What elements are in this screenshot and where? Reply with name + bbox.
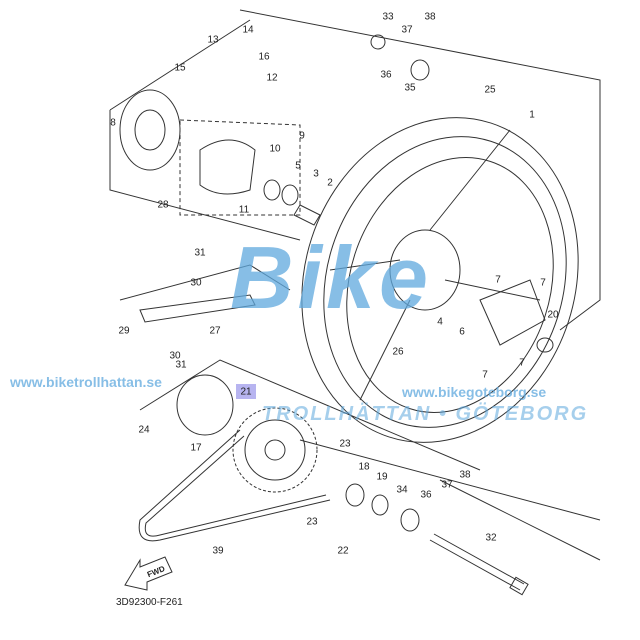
part-label-38: 38 bbox=[459, 470, 471, 481]
chain-puller bbox=[139, 294, 256, 323]
frame-line bbox=[139, 359, 481, 471]
sprocket bbox=[232, 407, 318, 493]
spacer bbox=[400, 508, 420, 532]
part-label-39: 39 bbox=[212, 546, 224, 557]
nut bbox=[370, 34, 386, 50]
bearing bbox=[345, 483, 365, 507]
part-label-14: 14 bbox=[242, 25, 254, 36]
frame-line bbox=[119, 264, 291, 301]
bearing bbox=[281, 184, 299, 206]
axle-nut bbox=[509, 576, 529, 596]
brake-box bbox=[179, 119, 301, 216]
tire bbox=[301, 117, 579, 443]
part-label-37: 37 bbox=[441, 480, 453, 491]
part-label-1: 1 bbox=[529, 110, 535, 121]
part-label-34: 34 bbox=[396, 485, 408, 496]
part-label-29: 29 bbox=[118, 326, 130, 337]
part-label-17: 17 bbox=[190, 443, 202, 454]
watermark-url-right: www.bikegoteborg.se bbox=[402, 384, 547, 400]
part-label-5: 5 bbox=[295, 161, 301, 172]
fwd-label: FWD bbox=[146, 564, 166, 579]
collar bbox=[410, 59, 430, 81]
part-label-38: 38 bbox=[424, 12, 436, 23]
part-label-20: 20 bbox=[547, 310, 559, 321]
part-label-27: 27 bbox=[209, 326, 221, 337]
part-label-36: 36 bbox=[380, 70, 392, 81]
part-label-3: 3 bbox=[313, 169, 319, 180]
part-label-6: 6 bbox=[459, 327, 465, 338]
part-label-31: 31 bbox=[194, 248, 206, 259]
sprocket-inner bbox=[244, 419, 306, 481]
frame-line bbox=[109, 19, 301, 241]
part-label-7: 7 bbox=[540, 278, 546, 289]
part-label-30: 30 bbox=[169, 351, 181, 362]
part-label-10: 10 bbox=[269, 144, 281, 155]
brake-shoe bbox=[199, 139, 256, 195]
axle bbox=[429, 533, 525, 591]
part-label-7: 7 bbox=[482, 370, 488, 381]
part-label-7: 7 bbox=[495, 275, 501, 286]
part-label-30: 30 bbox=[190, 278, 202, 289]
part-label-26: 26 bbox=[392, 347, 404, 358]
rim-inner bbox=[346, 157, 554, 413]
frame-line bbox=[239, 9, 601, 331]
part-label-11: 11 bbox=[239, 205, 250, 216]
watermark-subtitle: TROLLHÄTTAN • GÖTEBORG bbox=[262, 403, 589, 425]
part-label-25: 25 bbox=[484, 85, 496, 96]
sprocket-hub bbox=[176, 374, 234, 436]
rim-outer bbox=[323, 136, 567, 428]
fwd-arrow-icon bbox=[124, 556, 173, 591]
part-label-21: 21 bbox=[240, 387, 252, 398]
part-label-9: 9 bbox=[299, 131, 305, 142]
part-label-16: 16 bbox=[258, 52, 270, 63]
watermark-url-left: www.biketrollhattan.se bbox=[10, 374, 162, 390]
sprocket-center bbox=[264, 439, 286, 461]
part-label-23: 23 bbox=[306, 517, 318, 528]
diagram-code: 3D92300-F261 bbox=[116, 597, 183, 608]
part-label-4: 4 bbox=[437, 317, 443, 328]
part-label-36: 36 bbox=[420, 490, 432, 501]
spokes bbox=[329, 129, 541, 401]
part-label-28: 28 bbox=[157, 200, 169, 211]
collar bbox=[536, 337, 554, 353]
watermark-logo: Bike bbox=[230, 228, 432, 327]
part-label-24: 24 bbox=[138, 425, 150, 436]
highlight-21 bbox=[236, 384, 256, 399]
part-label-32: 32 bbox=[485, 533, 497, 544]
brake-drum bbox=[119, 89, 181, 171]
part-label-22: 22 bbox=[337, 546, 349, 557]
damper bbox=[479, 279, 546, 346]
part-label-7: 7 bbox=[519, 358, 525, 369]
part-label-33: 33 bbox=[382, 12, 394, 23]
part-label-12: 12 bbox=[266, 73, 278, 84]
part-label-35: 35 bbox=[404, 83, 416, 94]
part-label-8: 8 bbox=[110, 118, 116, 129]
part-label-18: 18 bbox=[358, 462, 370, 473]
part-label-37: 37 bbox=[401, 25, 413, 36]
bearing bbox=[263, 179, 281, 201]
bearing bbox=[371, 494, 389, 516]
part-label-2: 2 bbox=[327, 178, 333, 189]
hub bbox=[389, 229, 461, 311]
chain-inner bbox=[144, 435, 327, 537]
part-label-31: 31 bbox=[175, 360, 187, 371]
part-label-15: 15 bbox=[174, 63, 186, 74]
frame-line bbox=[299, 439, 601, 561]
spacer bbox=[293, 204, 321, 226]
part-label-13: 13 bbox=[207, 35, 219, 46]
brake-drum-center bbox=[134, 109, 166, 151]
part-label-19: 19 bbox=[376, 472, 388, 483]
chain bbox=[138, 429, 331, 542]
part-label-23: 23 bbox=[339, 439, 351, 450]
